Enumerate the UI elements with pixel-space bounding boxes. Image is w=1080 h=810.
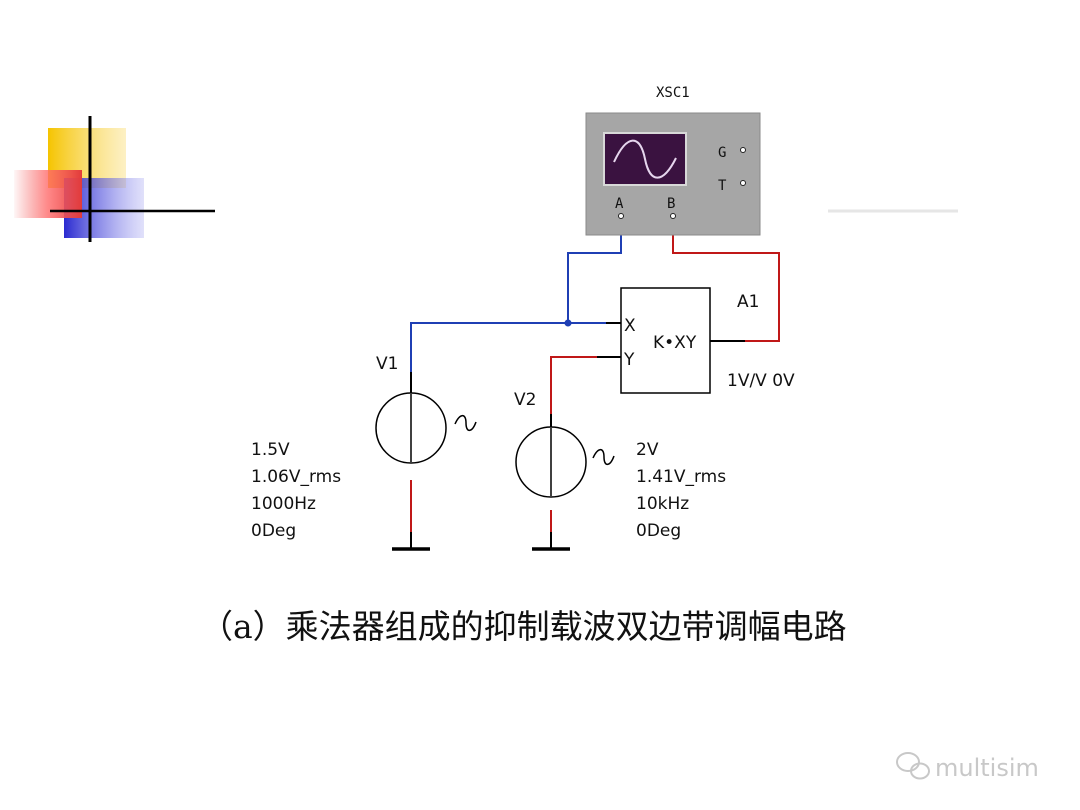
wires (410, 218, 780, 548)
v1-name: V1 (376, 354, 398, 374)
oscilloscope-name: XSC1 (656, 85, 690, 101)
terminal-b-label: B (667, 196, 675, 212)
multiplier-function: K•XY (653, 333, 697, 353)
terminal-t-label: T (718, 178, 727, 194)
source-v1[interactable]: V1 1.5V 1.06V_rms 1000Hz 0Deg (251, 354, 477, 551)
v1-amplitude: 1.5V (251, 440, 290, 460)
wire-red-y (550, 356, 597, 414)
v2-frequency: 10kHz (636, 494, 689, 514)
oscilloscope-xsc1[interactable]: XSC1 A B G T (585, 85, 761, 236)
watermark-text: multisim (935, 754, 1039, 782)
terminal-t-pin[interactable] (740, 180, 746, 186)
wire-blue-x (410, 322, 606, 382)
multiplier-box (620, 287, 711, 394)
terminal-a-pin[interactable] (618, 213, 624, 219)
v2-rms: 1.41V_rms (636, 467, 726, 487)
terminal-a-label: A (615, 196, 624, 212)
multiplier-name: A1 (737, 292, 759, 312)
v2-name: V2 (514, 390, 536, 410)
multiplier-a1[interactable]: X Y K•XY A1 1V/V 0V (620, 287, 795, 394)
terminal-g-pin[interactable] (740, 147, 746, 153)
v1-rms: 1.06V_rms (251, 467, 341, 487)
wechat-icon (896, 752, 930, 780)
v2-amplitude: 2V (636, 440, 659, 460)
v1-frequency: 1000Hz (251, 494, 316, 514)
wire-red-scope-b (672, 218, 780, 342)
v2-ac-tilde-icon (592, 448, 615, 466)
corner-decoration (14, 116, 215, 242)
terminal-b-pin[interactable] (670, 213, 676, 219)
watermark: multisim (896, 752, 1039, 782)
junction-dot (564, 319, 572, 327)
v2-phase: 0Deg (636, 521, 681, 541)
terminal-g-label: G (718, 145, 726, 161)
multiplier-input-x: X (624, 316, 636, 336)
v1-ac-tilde-icon (454, 414, 477, 432)
sine-wave-icon (613, 139, 677, 179)
multiplier-params: 1V/V 0V (727, 371, 795, 391)
figure-caption: （a）乘法器组成的抑制载波双边带调幅电路 (200, 607, 847, 646)
source-v2[interactable]: V2 2V 1.41V_rms 10kHz 0Deg (514, 390, 726, 551)
v1-phase: 0Deg (251, 521, 296, 541)
multiplier-input-y: Y (623, 350, 635, 370)
